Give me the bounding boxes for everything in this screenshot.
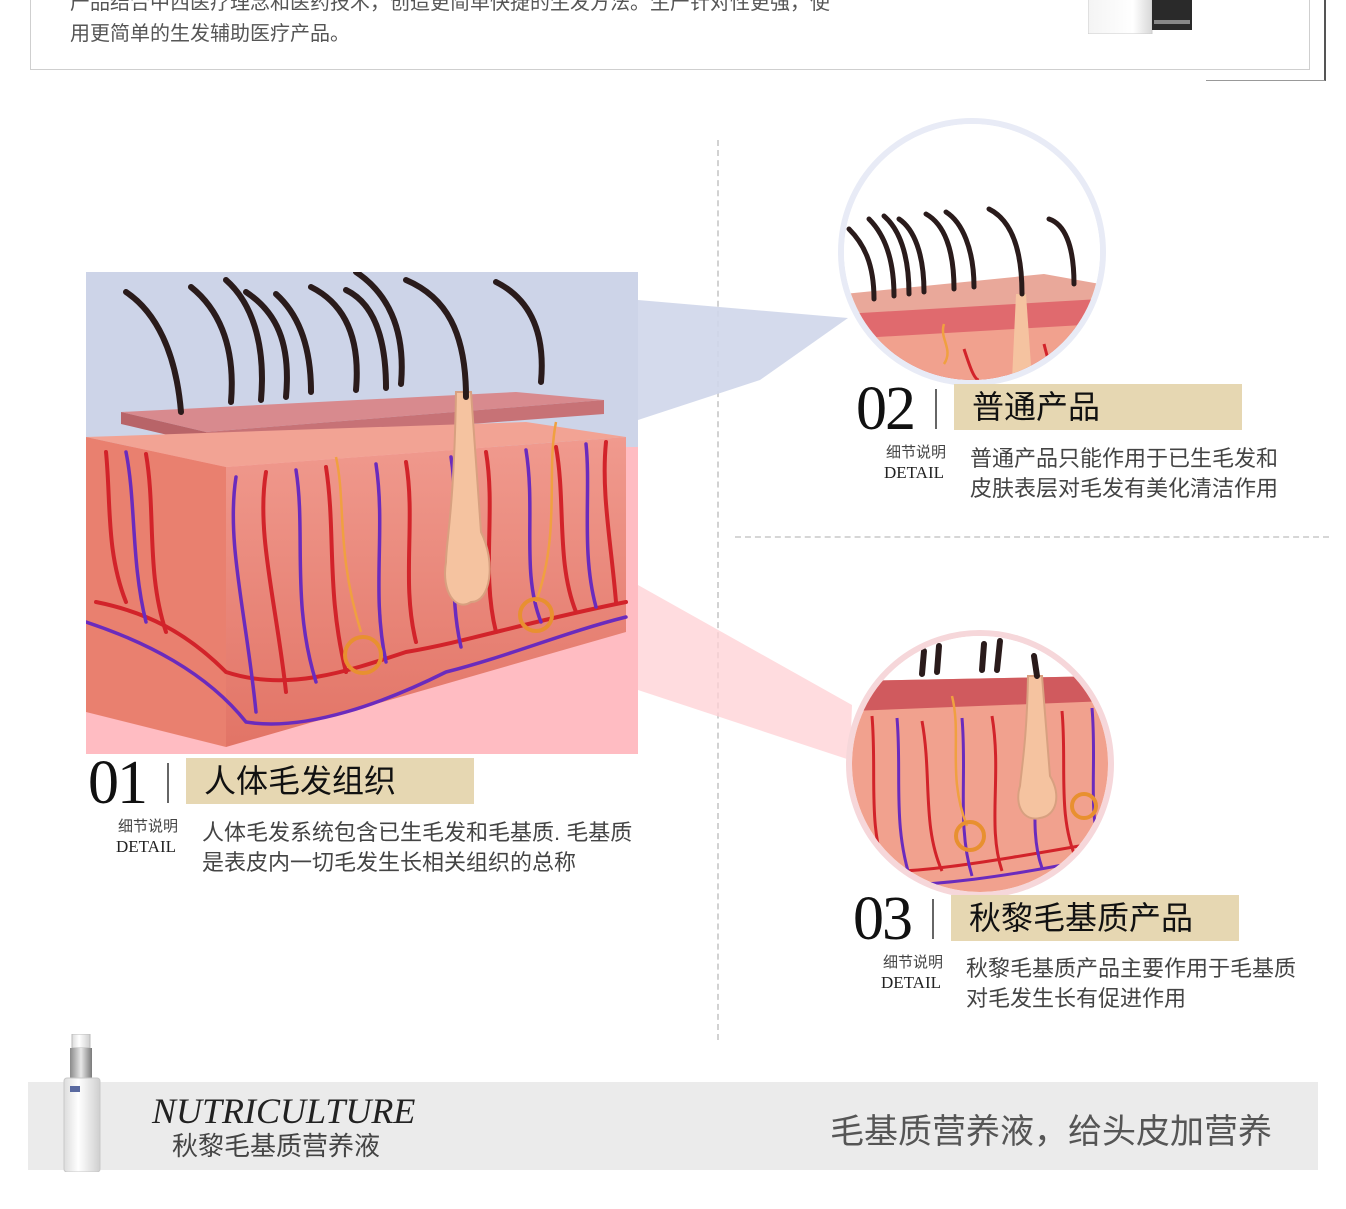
section-02-detail-cn: 细节说明 xyxy=(886,444,947,461)
horizontal-divider xyxy=(735,536,1329,538)
footer-product-name: 秋黎毛基质营养液 xyxy=(172,1131,381,1161)
footer-slogan: 毛基质营养液，给头皮加营养 xyxy=(830,1113,1272,1151)
surface-detail-circle xyxy=(838,118,1106,386)
spray-bottle-icon xyxy=(63,1034,101,1172)
hair-tissue-illustration xyxy=(86,272,638,754)
intro-product-image xyxy=(1088,0,1192,34)
section-02-bar xyxy=(935,389,937,429)
matrix-detail-circle xyxy=(846,630,1114,898)
section-01-detail-en: DETAIL xyxy=(116,837,177,856)
section-01-bar xyxy=(167,763,169,803)
section-02-detail-en: DETAIL xyxy=(884,463,945,482)
intro-box-shadow xyxy=(1206,0,1326,81)
section-02-desc-line1: 普通产品只能作用于已生毛发和 xyxy=(970,446,1279,471)
section-03-detail-en: DETAIL xyxy=(881,973,942,992)
section-01-detail-cn: 细节说明 xyxy=(118,818,179,835)
section-01-desc-line1: 人体毛发系统包含已生毛发和毛基质. 毛基质 xyxy=(202,820,633,845)
section-02-number: 02 xyxy=(856,375,916,443)
section-03-title: 秋黎毛基质产品 xyxy=(951,895,1239,941)
intro-box xyxy=(30,0,1310,70)
section-03-bar xyxy=(932,899,934,939)
section-01-number: 01 xyxy=(88,749,148,817)
intro-text-line2: 用更简单的生发辅助医疗产品。 xyxy=(70,23,350,45)
vertical-divider xyxy=(717,140,719,1040)
section-01-title: 人体毛发组织 xyxy=(186,758,474,804)
intro-text-line1: 产品结合中西医疗理念和医药技术，创造更简单快捷的生发方法。生产针对性更强，使 xyxy=(70,0,830,14)
section-03-desc-line2: 对毛发生长有促进作用 xyxy=(966,986,1187,1011)
section-03-detail-cn: 细节说明 xyxy=(883,954,944,971)
section-03-number: 03 xyxy=(853,885,913,953)
section-02-title: 普通产品 xyxy=(954,384,1242,430)
footer-brand: NUTRICULTURE xyxy=(152,1091,416,1131)
section-02-desc-line2: 皮肤表层对毛发有美化清洁作用 xyxy=(970,476,1279,501)
section-03-desc-line1: 秋黎毛基质产品主要作用于毛基质 xyxy=(966,956,1297,981)
section-01-desc-line2: 是表皮内一切毛发生长相关组织的总称 xyxy=(202,850,577,875)
footer-banner xyxy=(28,1082,1318,1170)
